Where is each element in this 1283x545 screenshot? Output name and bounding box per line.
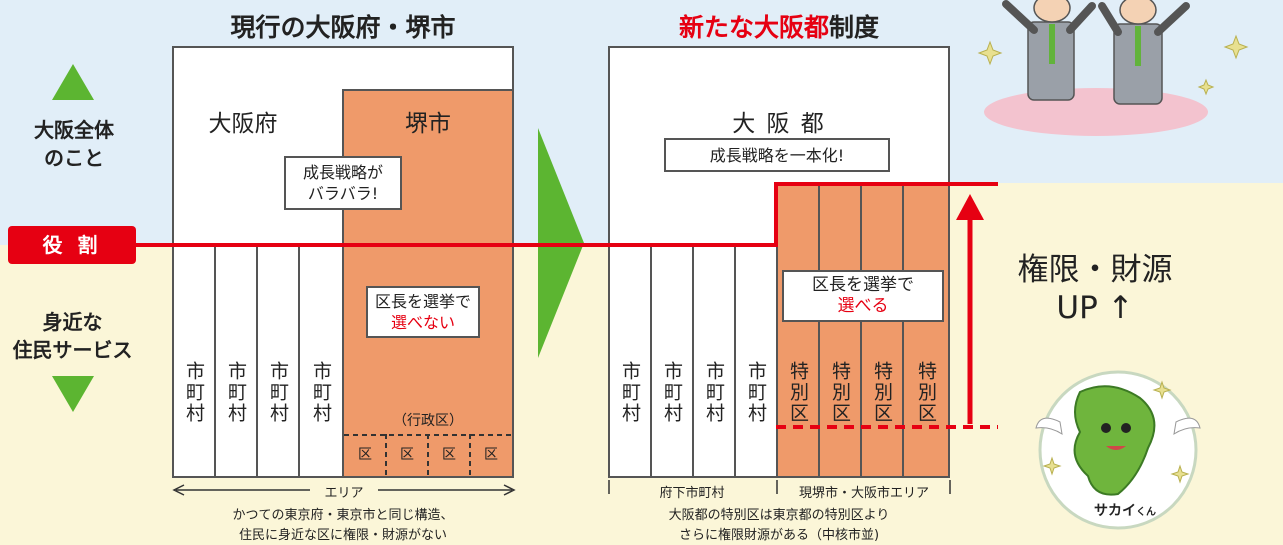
municipality-column: 市町村: [256, 245, 300, 478]
cannot-elect-line2: 選べない: [390, 313, 455, 332]
ward-cell: 区: [442, 447, 456, 463]
strategy-scattered-callout: 成長戦略が バラバラ!: [284, 156, 402, 210]
ward-cell: 区: [400, 447, 414, 463]
role-badge: 役 割: [8, 226, 136, 264]
right-lower-background: [930, 183, 1283, 245]
municipality-label: 市町村: [183, 361, 205, 424]
municipality-column: 市町村: [650, 245, 694, 478]
mascot-name-suffix: くん: [1136, 507, 1156, 518]
special-ward-label: 特別区: [871, 361, 893, 424]
authority-up-line2: UP ↑: [1056, 290, 1134, 326]
prefecture-municipalities-label: 府下市町村: [659, 486, 725, 501]
municipality-column: 市町村: [692, 245, 736, 478]
cannot-elect-line1: 区長を選挙で: [374, 292, 471, 311]
current-title: 現行の大阪府・堺市: [230, 13, 456, 42]
up-triangle-icon: [52, 64, 94, 100]
ward-cell: 区: [358, 447, 372, 463]
new-system-title-highlight: 新たな大阪都: [678, 13, 829, 42]
can-elect-callout: 区長を選挙で 選べる: [782, 270, 944, 322]
unified-strategy-callout: 成長戦略を一本化!: [664, 138, 890, 172]
sakai-city-block: [342, 89, 514, 478]
municipality-label: 市町村: [703, 361, 725, 424]
municipality-label: 市町村: [267, 361, 289, 424]
mascot-name: サカイくん: [1080, 500, 1170, 520]
ward-dashed-grid: [344, 434, 512, 478]
new-caption-line2: さらに権限財源がある（中核市並): [678, 528, 880, 543]
special-ward-label: 特別区: [915, 361, 937, 424]
municipality-label: 市町村: [661, 361, 683, 424]
special-ward-column: 特別区: [902, 184, 950, 478]
municipality-label: 市町村: [225, 361, 247, 424]
ward-cell: 区: [484, 447, 498, 463]
sakai-city-label: 堺市: [405, 111, 451, 137]
can-elect-line1: 区長を選挙で: [812, 275, 914, 295]
special-ward-label: 特別区: [829, 361, 851, 424]
municipality-label: 市町村: [310, 361, 332, 424]
administrative-ward-label: （行政区）: [393, 413, 463, 429]
municipality-column: 市町村: [172, 245, 216, 478]
current-caption-line2: 住民に身近な区に権限・財源がない: [238, 528, 447, 543]
municipality-label: 市町村: [745, 361, 767, 424]
whole-osaka-label: 大阪全体 のこと: [34, 118, 114, 170]
area-divider-ticks: [608, 480, 951, 494]
municipality-column: 市町村: [608, 245, 652, 478]
osaka-prefecture-label: 大阪府: [208, 111, 278, 137]
cheering-men-illustration: [977, 0, 1249, 136]
new-system-title: 新たな大阪都制度: [608, 8, 950, 44]
authority-up-line1: 権限・財源: [1017, 252, 1173, 288]
municipality-label: 市町村: [619, 361, 641, 424]
former-city-area-label: 現堺市・大阪市エリア: [798, 486, 929, 501]
current-caption-line1: かつての東京府・東京市と同じ構造、: [232, 508, 454, 523]
mascot-icon: [1035, 370, 1201, 530]
area-label: エリア: [310, 482, 378, 501]
new-system-title-rest: 制度: [829, 13, 880, 42]
can-elect-line2: 選べる: [837, 296, 889, 316]
special-ward-label: 特別区: [787, 361, 809, 424]
new-caption-line1: 大阪都の特別区は東京都の特別区より: [668, 508, 890, 523]
mascot-name-main: サカイ: [1094, 503, 1136, 519]
cannot-elect-callout: 区長を選挙で 選べない: [366, 286, 480, 338]
down-triangle-icon: [52, 376, 94, 412]
municipality-column: 市町村: [298, 245, 344, 478]
local-services-label: 身近な 住民サービス: [12, 310, 133, 362]
osaka-metropolis-label: 大 阪 都: [732, 111, 826, 137]
